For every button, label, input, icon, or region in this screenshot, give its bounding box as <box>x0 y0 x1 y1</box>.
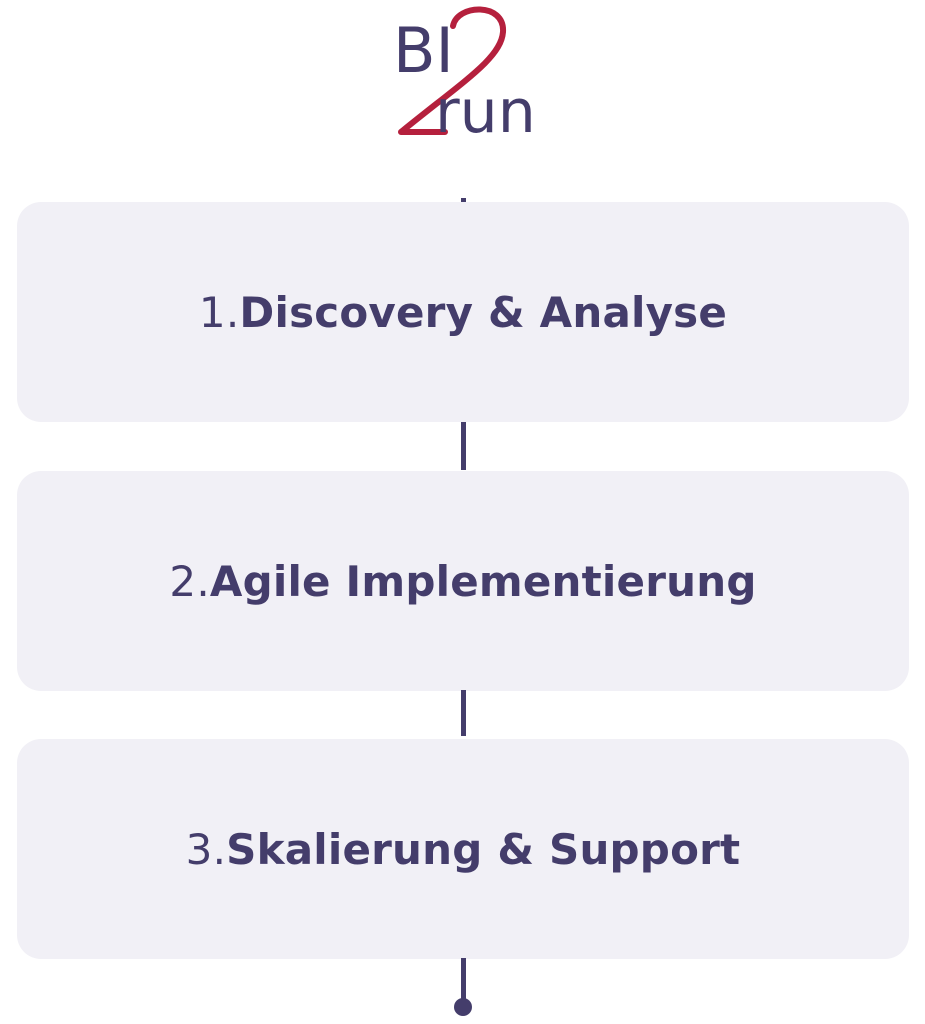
step-number-2: 2. <box>169 556 210 606</box>
step-number-3: 3. <box>185 824 227 874</box>
step-number-1: 1. <box>198 287 240 337</box>
step-label-3: 3.Skalierung & Support <box>186 825 741 874</box>
step-title-1: Discovery & Analyse <box>239 287 728 337</box>
connector-line-1-2 <box>461 422 466 470</box>
step-title-3: Skalierung & Support <box>226 824 741 874</box>
step-label-1: 1.Discovery & Analyse <box>199 288 727 337</box>
logo-number-two-mark <box>398 6 506 135</box>
step-box-3: 3.Skalierung & Support <box>17 739 909 959</box>
step-label-2: 2.Agile Implementierung <box>169 557 756 606</box>
connector-line-top <box>461 198 466 204</box>
logo-text-run: run <box>435 77 536 145</box>
step-box-1: 1.Discovery & Analyse <box>17 202 909 422</box>
logo-text-two: 2 <box>385 0 386 1</box>
connector-line-2-3 <box>461 690 466 736</box>
bi2run-logo: BI 2 run <box>385 0 545 145</box>
logo-text-bi: BI <box>393 14 454 87</box>
step-box-2: 2.Agile Implementierung <box>17 471 909 691</box>
connector-line-end <box>461 958 466 1006</box>
end-dot <box>454 998 472 1016</box>
step-title-2: Agile Implementierung <box>209 556 757 606</box>
